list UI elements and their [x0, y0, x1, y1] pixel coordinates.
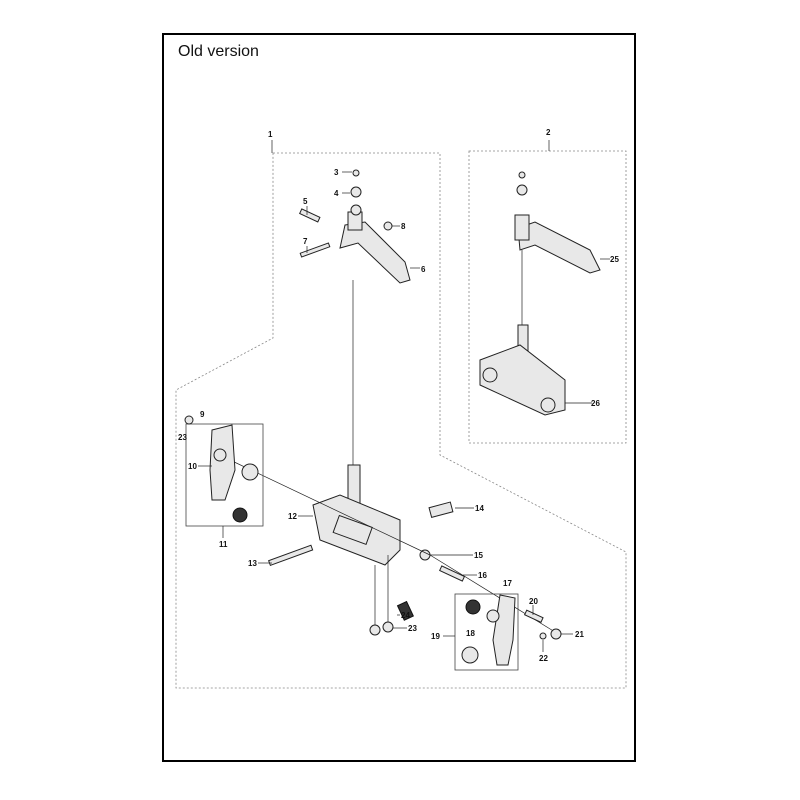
- pin-5: [299, 208, 321, 223]
- spring-24: [396, 600, 414, 621]
- handle-part-25: [514, 171, 601, 274]
- block-part-12: [312, 464, 401, 566]
- callout-7: 7: [303, 237, 308, 246]
- diagram-frame: [162, 33, 636, 762]
- callout-23-b: 23: [408, 624, 417, 633]
- callout-8: 8: [401, 222, 406, 231]
- callout-6: 6: [421, 265, 426, 274]
- callout-4: 4: [334, 189, 339, 198]
- nut-8: [383, 221, 393, 231]
- washer-23b: [382, 621, 394, 633]
- callout-19: 19: [431, 632, 440, 641]
- screw-3: [352, 169, 360, 177]
- callout-14: 14: [475, 504, 484, 513]
- callout-10: 10: [188, 462, 197, 471]
- callout-15: 15: [474, 551, 483, 560]
- callout-26: 26: [591, 399, 600, 408]
- page-title: Old version: [178, 43, 259, 60]
- lever-part-17: [461, 594, 516, 666]
- callout-23-a: 23: [178, 433, 187, 442]
- screw-22: [539, 632, 547, 640]
- assembly-1-outline: [175, 152, 627, 689]
- callout-18: 18: [466, 629, 475, 638]
- callout-17: 17: [503, 579, 512, 588]
- callout-16: 16: [478, 571, 487, 580]
- callout-9: 9: [200, 410, 205, 419]
- bracket-part-26: [479, 324, 566, 416]
- washer-23: [369, 624, 381, 636]
- callout-1: 1: [268, 130, 273, 139]
- pin-16: [439, 565, 466, 582]
- pin-14: [428, 501, 454, 519]
- callout-11: 11: [219, 540, 228, 549]
- handle-part-6: [339, 204, 411, 284]
- screw-13: [268, 544, 314, 566]
- lever-part-10: [209, 424, 259, 523]
- callout-2: 2: [546, 128, 551, 137]
- nut-21: [550, 628, 562, 640]
- nut-9: [184, 415, 194, 425]
- callout-3: 3: [334, 168, 339, 177]
- pin-20: [523, 609, 544, 623]
- callout-22: 22: [539, 654, 548, 663]
- callout-25: 25: [610, 255, 619, 264]
- screw-7: [299, 242, 331, 258]
- callout-24: 24: [401, 611, 410, 620]
- subassembly-11-box: [185, 423, 264, 527]
- assembly-2-outline: [468, 150, 627, 444]
- callout-20: 20: [529, 597, 538, 606]
- callout-13: 13: [248, 559, 257, 568]
- callout-labels: 1 2 3 4 5 6 7 8 9 10 11 12 13 14 15 16 1…: [178, 128, 619, 663]
- callout-21: 21: [575, 630, 584, 639]
- subassembly-19-box: [454, 593, 519, 671]
- washer-15: [419, 549, 431, 561]
- callout-5: 5: [303, 197, 308, 206]
- nut-4: [350, 186, 362, 198]
- callout-12: 12: [288, 512, 297, 521]
